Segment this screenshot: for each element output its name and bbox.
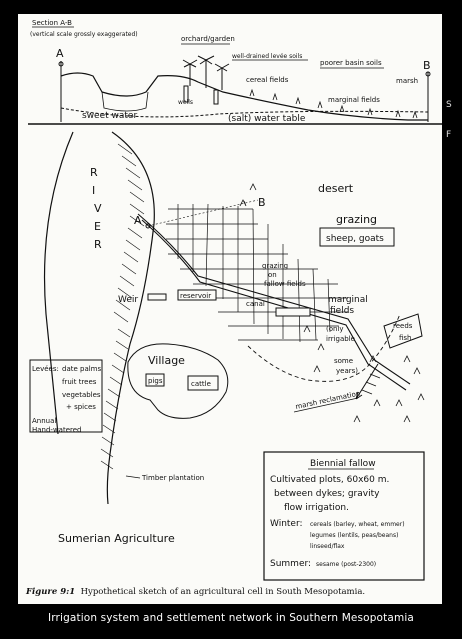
cattle-box [187,375,219,391]
label-water-table: (salt) water table [228,114,306,124]
fallow-summer-label: Summer: [270,559,311,569]
palm-tree-icon [214,63,230,90]
label-sheep-goats: sheep, goats [326,234,384,244]
edge-fragment: S [446,100,452,110]
figure-caption-text: Hypothetical sketch of an agricultural c… [80,587,366,597]
levee-item: + spices [66,403,96,411]
palm-tree-icon [182,59,198,86]
levee-annual: Annual [32,417,56,425]
edge-fragments: S F [446,100,462,160]
river-letter: R [94,238,102,251]
river-bank-west [43,131,74,435]
reservoir-box [177,289,217,301]
label-levee-soils: well-drained levée soils [232,53,302,60]
section-subtitle: (vertical scale grossly exaggerated) [30,31,138,38]
fallow-line: flow irrigation. [284,503,349,513]
water-table-line [60,107,429,118]
palm-tree-icon [197,55,215,88]
river-letter: V [94,202,102,215]
weir-icon [147,293,167,301]
reed-tuft-icons [239,183,425,423]
levee-item: date palms [62,365,102,373]
figure-number: Figure 9:1 [26,587,76,597]
sheep-goats-box [319,227,395,247]
crop-tuft-icon [249,88,418,119]
fallow-legend-box: Biennial fallow Cultivated plots, 60x60 … [263,451,425,581]
levee-heading: Levées: [32,365,59,373]
river-letter: E [94,220,101,233]
label-fish: fish [399,334,412,342]
canal-basin-box [275,307,311,317]
label-sumerian-agriculture: Sumerian Agriculture [58,532,175,545]
label-pigs: pigs [148,377,163,385]
label-timber: Timber plantation [141,474,204,482]
svg-text:some: some [334,357,353,365]
edge-fragment: F [446,130,452,140]
label-basin-soils: poorer basin soils [320,59,382,67]
svg-text:on: on [268,271,277,279]
book-page: Section A-B (vertical scale grossly exag… [18,14,442,604]
label-wells: wells [178,99,193,106]
marsh-boundary [247,313,401,382]
pigs-box [145,373,165,387]
levee-item: vegetables [62,391,101,399]
fallow-winter-line: cereals (barley, wheat, emmer) [310,521,405,528]
label-marsh-section: marsh [396,77,418,85]
plan-view: R I V E R A B desert grazing sheep, goat… [43,131,425,545]
label-weir: Weir [118,295,138,305]
levee-hatching [113,143,145,323]
levee-hand-watered: Hand-watered [32,426,82,434]
well-icon [183,85,189,103]
reeds-fish-box [383,313,423,349]
section-a-b: Section A-B (vertical scale grossly exag… [28,19,442,125]
svg-text:grazing: grazing [262,262,288,270]
fallow-line: Cultivated plots, 60x60 m. [270,475,389,485]
label-desert: desert [318,182,354,195]
footer-title: Irrigation system and settlement network… [48,612,414,624]
svg-text:years): years) [336,367,358,375]
label-sweet-water: sweet water [82,111,137,121]
label-village: Village [148,354,185,367]
fallow-winter-line: legumes (lentils, peas/beans) [310,532,398,539]
svg-text:fallow fields: fallow fields [264,280,306,288]
section-point-a: A [56,47,64,60]
levee-legend-box: Levées: date palms fruit trees vegetable… [29,359,103,434]
river-letter: R [90,166,98,179]
fallow-winter-line: linseed/flax [310,543,345,550]
river-letter: I [92,184,95,197]
label-grazing: grazing [336,213,377,226]
marginal-fields-label: marginal fields (only irrigable some yea… [326,295,368,375]
section-title: Section A-B [32,19,72,27]
plan-point-a: A [134,214,142,227]
agricultural-cell-sketch: Section A-B (vertical scale grossly exag… [28,19,442,581]
svg-text:irrigable: irrigable [326,335,355,343]
levee-item: fruit trees [62,378,97,386]
fallow-line: between dykes; gravity [274,489,380,499]
well-icon [213,89,219,105]
label-marsh-reclamation: marsh reclamation [295,389,361,411]
label-reservoir: reservoir [180,292,211,300]
grazing-fallow-label: grazing on fallow fields [262,262,306,288]
figure-caption: Figure 9:1 Hypothetical sketch of an agr… [26,587,365,597]
fallow-summer-text: sesame (post-2300) [316,561,376,568]
label-cereal-fields: cereal fields [246,76,289,84]
fallow-winter-label: Winter: [270,519,303,529]
river-letters: R I V E R [90,166,102,251]
label-canal: canal [246,300,265,308]
field-grid [166,203,348,343]
fallow-heading: Biennial fallow [310,459,376,469]
section-point-b: B [423,59,431,72]
label-cattle: cattle [191,380,211,388]
village-outline [127,343,229,419]
plan-point-b: B [258,196,266,209]
svg-text:fields: fields [330,306,354,316]
label-marginal-fields-section: marginal fields [328,96,380,104]
svg-text:(only: (only [326,325,344,333]
svg-text:marginal: marginal [328,295,368,305]
label-orchard: orchard/garden [181,35,235,43]
label-reeds: reeds [393,322,413,330]
river-bank-east [106,131,155,505]
